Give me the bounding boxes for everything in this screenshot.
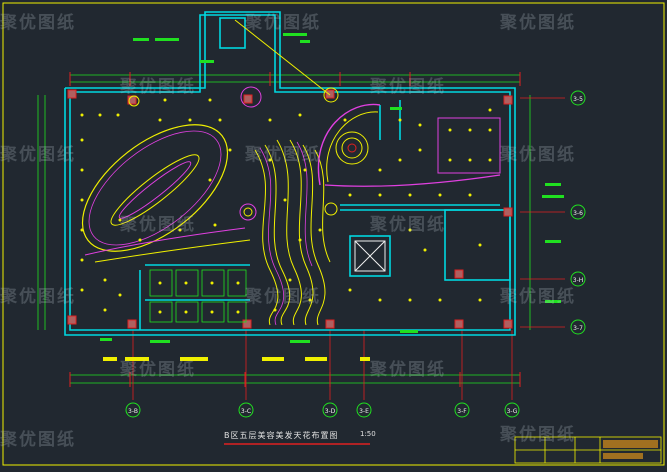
dimension-text [103, 357, 370, 361]
axis-tag-3d: 3-D [325, 408, 336, 415]
watermark: 聚优图纸 [245, 13, 321, 33]
wave-strips [254, 139, 331, 326]
axis-tag-3-h: 3-H [573, 277, 584, 284]
watermark: 聚优图纸 [0, 13, 76, 33]
watermark: 聚优图纸 [500, 287, 576, 307]
axis-tags-right: 3-5 3-6 3-H 3-7 [570, 90, 586, 335]
watermark: 聚优图纸 [0, 287, 76, 307]
watermark: 聚优图纸 [370, 360, 446, 380]
axis-tag-3c: 3-C [241, 408, 251, 415]
grid-ceiling [149, 269, 247, 323]
title-block [514, 436, 662, 464]
drawing-scale: 1:50 [360, 430, 376, 438]
columns [67, 89, 513, 329]
axis-lines [132, 97, 565, 400]
drawing-frame [2, 2, 665, 466]
watermark: 聚优图纸 [120, 215, 196, 235]
watermark: 聚优图纸 [245, 145, 321, 165]
watermark: 聚优图纸 [120, 360, 196, 380]
watermark: 聚优图纸 [0, 430, 76, 450]
watermark: 聚优图纸 [245, 287, 321, 307]
watermark: 聚优图纸 [500, 425, 576, 445]
axis-tag-3b: 3-B [128, 408, 138, 415]
dimension-lines [37, 74, 531, 384]
annotation-labels [100, 33, 564, 343]
axis-tag-3e: 3-E [359, 408, 369, 415]
axis-tag-3-5: 3-5 [573, 96, 583, 103]
light-fixtures [80, 98, 492, 314]
axis-tag-3f: 3-F [457, 408, 467, 415]
axis-tag-3g: 3-G [507, 408, 518, 415]
round-ceiling [317, 103, 501, 187]
watermark: 聚优图纸 [370, 215, 446, 235]
stair-circle [128, 19, 339, 221]
axis-tags-bottom: 3-B 3-C 3-D 3-E 3-F 3-G [125, 402, 520, 418]
watermark: 聚优图纸 [370, 77, 446, 97]
watermark: 聚优图纸 [500, 13, 576, 33]
watermark: 聚优图纸 [0, 145, 76, 165]
watermark: 聚优图纸 [500, 145, 576, 165]
wave-strips-accent [259, 141, 313, 326]
oval-ceiling [81, 124, 251, 263]
watermark: 聚优图纸 [120, 77, 196, 97]
axis-tag-3-6: 3-6 [573, 210, 583, 217]
elevator-box [354, 240, 386, 272]
axis-tag-3-7: 3-7 [573, 325, 583, 332]
drawing-title: B区五层美容美发天花布置图 [224, 431, 339, 440]
